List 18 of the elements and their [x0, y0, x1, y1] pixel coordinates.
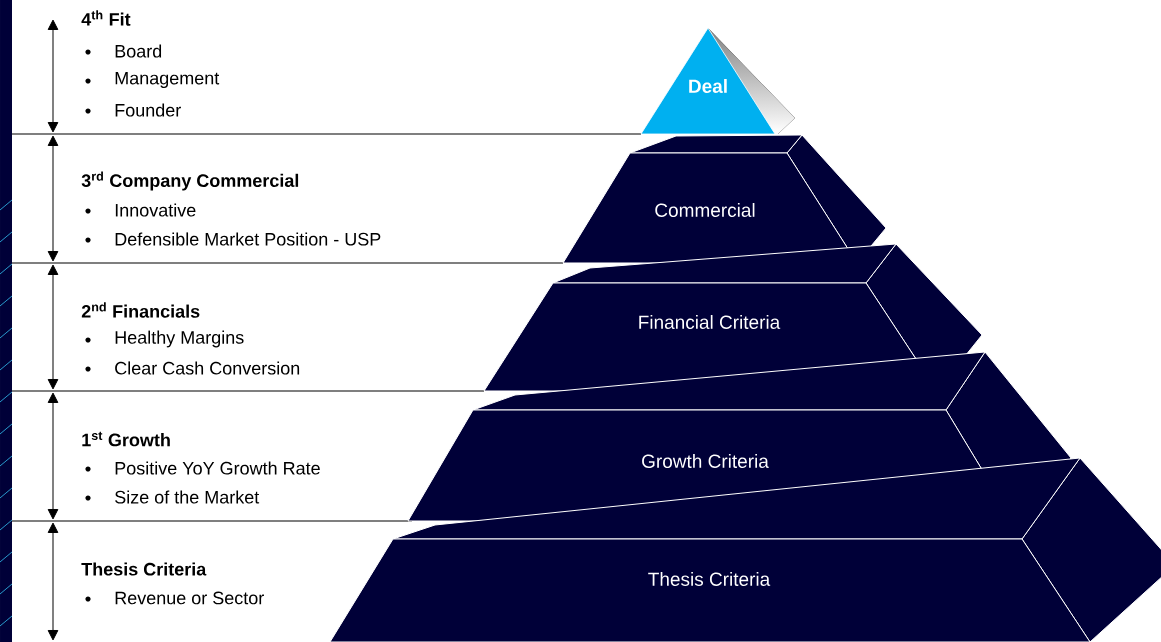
bullet-item: Management: [115, 71, 220, 89]
bullet-item: Size of the Market: [115, 490, 260, 504]
bullet-item: Positive YoY Growth Rate: [115, 461, 320, 475]
pyramid-tier: Commercial: [562, 134, 887, 264]
section-heading: 4$^{th}$ Fit: [81, 10, 131, 26]
bullet-item: Founder: [115, 103, 181, 117]
section-heading: 1$^{st}$ Growth: [82, 431, 170, 447]
section-heading: 3$^{rd}$ Company Commercial: [81, 171, 299, 191]
node-label: Thesis Criteria: [648, 572, 771, 586]
pyramid-tip: Deal: [640, 27, 795, 135]
bullet-item: Board: [115, 44, 162, 58]
bullet-item: Healthy Margins: [115, 330, 244, 348]
bullet-item: Clear Cash Conversion: [115, 361, 300, 375]
bullet-item: Innovative: [115, 203, 196, 217]
section-heading: 2$^{nd}$ Financials: [81, 302, 200, 318]
bullet-item: Defensible Market Position - USP: [115, 232, 381, 246]
bullet-item: Revenue or Sector: [115, 591, 264, 605]
section-heading: Thesis Criteria: [81, 562, 207, 576]
